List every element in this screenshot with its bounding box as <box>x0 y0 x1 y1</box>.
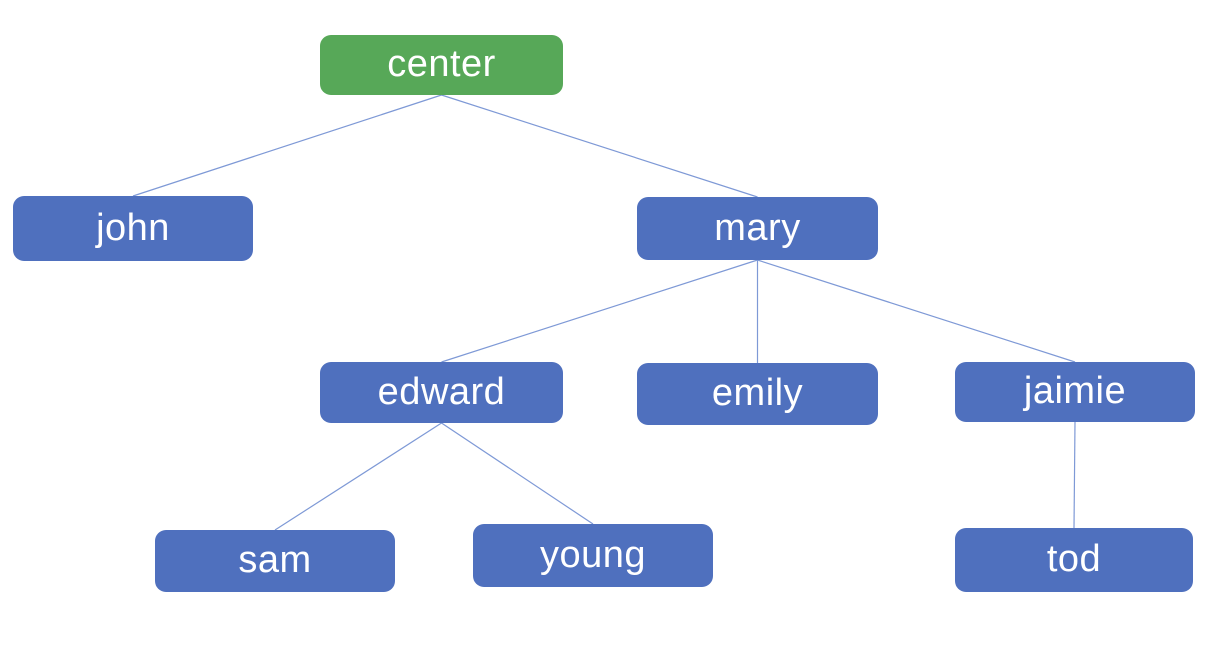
node-emily[interactable]: emily <box>637 363 878 425</box>
edge-edward-sam <box>274 422 442 531</box>
node-label-emily: emily <box>711 372 804 414</box>
node-label-edward: edward <box>377 370 506 413</box>
node-label-young: young <box>539 533 647 576</box>
edge-mary-edward <box>441 259 758 363</box>
node-edward[interactable]: edward <box>320 362 563 423</box>
node-label-tod: tod <box>1046 538 1102 580</box>
node-center[interactable]: center <box>320 35 563 95</box>
edge-center-mary <box>441 94 758 198</box>
node-label-mary: mary <box>714 206 801 249</box>
node-jaimie[interactable]: jaimie <box>955 362 1195 422</box>
edge-edward-young <box>441 422 594 525</box>
edge-center-john <box>132 94 442 197</box>
node-label-sam: sam <box>238 539 312 581</box>
node-label-center: center <box>387 43 496 85</box>
edge-mary-jaimie <box>757 259 1076 363</box>
node-mary[interactable]: mary <box>637 197 878 260</box>
node-label-jaimie: jaimie <box>1023 370 1127 412</box>
edge-jaimie-tod <box>1073 421 1076 529</box>
node-tod[interactable]: tod <box>955 528 1193 592</box>
node-young[interactable]: young <box>473 524 713 587</box>
node-sam[interactable]: sam <box>155 530 395 592</box>
node-john[interactable]: john <box>13 196 253 261</box>
node-label-john: john <box>96 206 170 249</box>
